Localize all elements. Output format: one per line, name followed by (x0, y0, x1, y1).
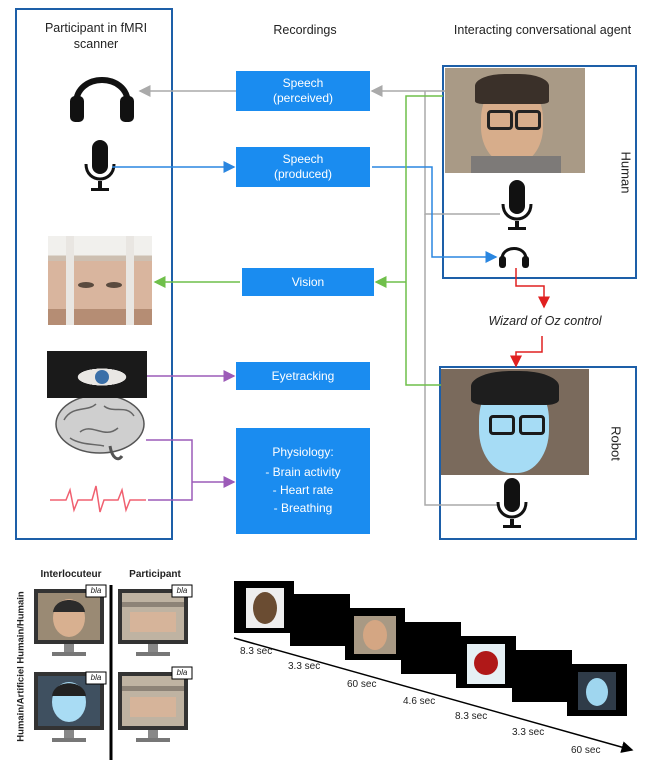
bubble-text-3: bla (176, 586, 188, 595)
heart-rate-icon (50, 485, 146, 513)
participant-col-label: Participant (129, 569, 181, 580)
speech-bubbles (85, 584, 193, 685)
physiology-item-breathing: - Breathing (273, 501, 333, 515)
human-headphones-icon (499, 247, 529, 268)
side-label: Humain/Artificiel Humain/Humain (15, 591, 27, 742)
headphones-icon (70, 77, 134, 122)
speech-produced-line2: (produced) (273, 167, 333, 181)
participant-header: Participant in fMRI scanner (44, 21, 148, 51)
vision-box: Vision (242, 268, 374, 296)
agent-header: Interacting conversational agent (453, 23, 632, 37)
duration-label-2: 3.3 sec (288, 661, 321, 672)
monitor-participant-2 (118, 672, 188, 742)
human-camera-line (405, 95, 444, 386)
monitor-participant-1 (118, 589, 188, 656)
brain-icon (55, 394, 145, 461)
heart-line (148, 482, 193, 501)
duration-label-4: 4.6 sec (403, 696, 436, 707)
eye-photo (47, 351, 147, 398)
monitor-human (34, 589, 104, 656)
speech-perceived-box: Speech (perceived) (236, 71, 370, 111)
robot-microphone-icon (496, 478, 528, 528)
brain-line (146, 439, 193, 482)
wizard-arrow-2 (510, 336, 543, 368)
human-microphone-icon (501, 180, 533, 230)
speech-to-headphones-arrow (372, 166, 498, 263)
physiology-title: Physiology: (272, 445, 334, 459)
participant-face-photo (48, 236, 152, 325)
duration-label-1: 8.3 sec (240, 646, 273, 657)
recordings-header: Recordings (273, 23, 337, 37)
robot-frame (439, 366, 637, 540)
duration-label-7: 60 sec (571, 745, 601, 756)
participant-frame (15, 8, 173, 540)
timeline-axis (233, 637, 634, 753)
microphone-icon (84, 140, 116, 191)
speech-produced-line1: Speech (282, 152, 324, 166)
duration-label-5: 8.3 sec (455, 711, 488, 722)
eyetracking-label: Eyetracking (271, 368, 335, 383)
bubble-text-2: bla (90, 673, 102, 682)
robot-label: Robot (608, 426, 624, 461)
bubble-text-4: bla (176, 668, 188, 677)
wizard-arrow-1 (515, 268, 550, 309)
duration-label-6: 3.3 sec (512, 727, 545, 738)
wizard-of-oz-label: Wizard of Oz control (488, 314, 602, 328)
speech-produced-box: Speech (produced) (236, 147, 370, 187)
robot-agent-photo (441, 369, 589, 475)
eyetracking-box: Eyetracking (236, 362, 370, 390)
physiology-item-brain: - Brain activity (265, 465, 341, 479)
physiology-box: Physiology: - Brain activity - Heart rat… (236, 428, 370, 534)
timeline-frames (234, 581, 627, 716)
human-agent-photo (445, 68, 585, 173)
bubble-text-1: bla (90, 586, 102, 595)
monitor-robot (34, 672, 104, 742)
speech-perceived-line2: (perceived) (272, 91, 334, 105)
robot-mic-line (424, 214, 500, 506)
speech-perceived-line1: Speech (282, 76, 324, 90)
interlocuteur-label: Interlocuteur (40, 569, 102, 580)
duration-label-3: 60 sec (347, 679, 377, 690)
human-label: Human (618, 151, 634, 194)
vision-label: Vision (291, 274, 325, 289)
human-frame (442, 65, 637, 279)
physiology-item-heart: - Heart rate (272, 483, 334, 497)
